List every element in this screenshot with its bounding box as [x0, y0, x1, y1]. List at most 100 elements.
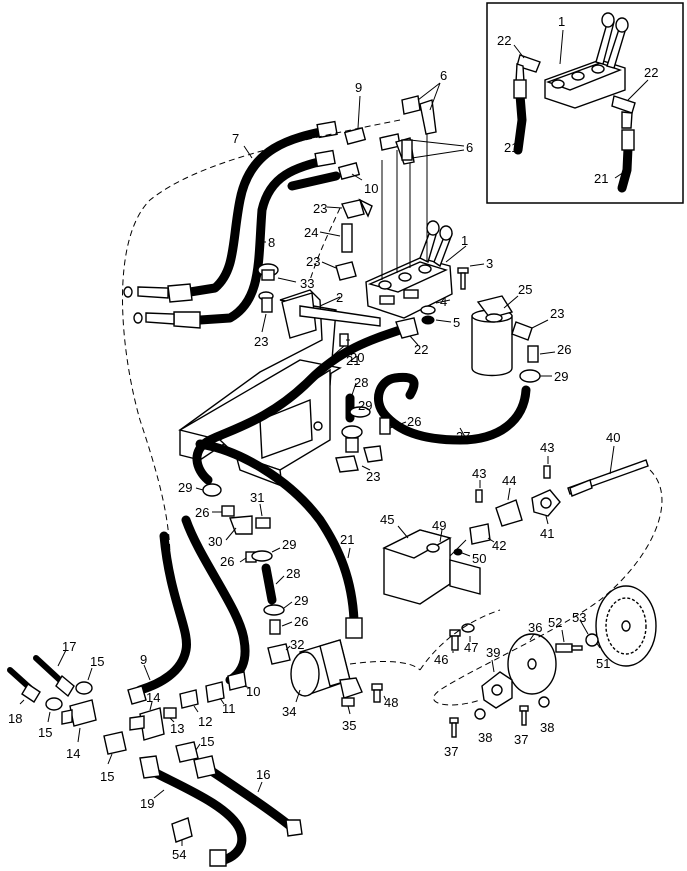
label-12: 12	[198, 714, 212, 729]
label-11: 11	[222, 701, 236, 716]
label-22-mid: 22	[414, 342, 428, 357]
label-52: 52	[548, 615, 562, 630]
label-25: 25	[518, 282, 532, 297]
fitting-22-mid: 22	[395, 317, 428, 357]
label-15-top: 15	[90, 654, 104, 669]
label-16: 16	[256, 767, 270, 782]
label-38-left: 38	[478, 730, 492, 745]
label-14-upper: 14	[146, 690, 160, 705]
inset-valve-detail: 1 22 22 21 21	[486, 2, 684, 204]
bolt-20: 20	[339, 333, 364, 365]
label-22-inset-left: 22	[497, 33, 511, 48]
label-27: 27	[456, 429, 470, 444]
hoses-7-8: 7 8	[123, 120, 341, 329]
label-24: 24	[304, 225, 318, 240]
fittings-9-10-top: 9 10	[337, 80, 378, 196]
label-21-mid: 21	[346, 353, 360, 368]
label-43-right: 43	[540, 440, 554, 455]
hose-27: 27	[374, 372, 531, 445]
label-23-bottom: 23	[366, 469, 380, 484]
label-51: 51	[596, 656, 610, 671]
label-5: 5	[453, 315, 460, 330]
label-9-top: 9	[355, 80, 362, 95]
label-1: 1	[461, 233, 468, 248]
label-42: 42	[492, 538, 506, 553]
label-39: 39	[486, 645, 500, 660]
label-26-right: 26	[557, 342, 571, 357]
label-6-lower: 6	[466, 140, 473, 155]
label-34: 34	[282, 704, 296, 719]
label-9-bottom: 9	[140, 652, 147, 667]
label-20: 20	[350, 350, 364, 365]
label-38-right: 38	[540, 720, 554, 735]
hose-fittings-mid: 28 29 26 23	[335, 375, 421, 484]
label-50: 50	[472, 551, 486, 566]
label-23-top: 23	[313, 201, 327, 216]
label-3: 3	[486, 256, 493, 271]
label-43-left: 43	[472, 466, 486, 481]
label-41: 41	[540, 526, 554, 541]
label-40: 40	[606, 430, 620, 445]
label-48: 48	[384, 695, 398, 710]
label-30: 30	[208, 534, 222, 549]
label-8: 8	[268, 235, 275, 250]
control-valve-assembly: 3 4 5 1	[365, 125, 493, 330]
label-21-inset-left: 21	[504, 140, 518, 155]
label-18: 18	[8, 711, 22, 726]
frame-bracket: 2	[178, 289, 381, 488]
motor-34: 34 35 48	[282, 639, 421, 733]
label-17: 17	[62, 639, 76, 654]
label-26-bottom: 26	[294, 614, 308, 629]
wheel-hub-group: 36 39 51 52 53 46 47 37 38 37	[419, 469, 663, 759]
label-49: 49	[432, 518, 446, 533]
label-46: 46	[434, 652, 448, 667]
label-15-bottom: 15	[100, 769, 114, 784]
label-26-mid: 26	[407, 414, 421, 429]
label-54: 54	[172, 847, 186, 862]
label-23-right: 23	[550, 306, 564, 321]
elbows-23-24: 23 24 23 33 23	[254, 198, 373, 349]
cover-45-group: 45 49 50 42 43 44 41 43 40	[380, 430, 649, 605]
label-29-lower: 29	[282, 537, 296, 552]
label-53: 53	[572, 610, 586, 625]
label-29-left: 29	[178, 480, 192, 495]
label-33: 33	[300, 276, 314, 291]
label-4: 4	[440, 294, 447, 309]
label-44: 44	[502, 473, 516, 488]
lower-left-hoses: 9	[135, 515, 250, 695]
label-36: 36	[528, 620, 542, 635]
label-19: 19	[140, 796, 154, 811]
label-1-inset: 1	[558, 14, 565, 29]
label-23-mid: 23	[306, 254, 320, 269]
filter-25: 25 23 26 29	[471, 282, 571, 384]
label-37-right: 37	[514, 732, 528, 747]
label-28-lower: 28	[286, 566, 300, 581]
dashed-routing-line-b	[309, 207, 341, 281]
label-26-left-a: 26	[195, 505, 209, 520]
label-15-left: 15	[38, 725, 52, 740]
label-21-low: 21	[340, 532, 354, 547]
label-23-left: 23	[254, 334, 268, 349]
hose-21-main: 21 21	[192, 325, 405, 639]
label-21-inset-right: 21	[594, 171, 608, 186]
label-15-right: 15	[200, 734, 214, 749]
label-22-inset-right: 22	[644, 65, 658, 80]
fittings-6: 6 6	[379, 68, 473, 165]
label-32: 32	[290, 637, 304, 652]
label-29-bottom: 29	[294, 593, 308, 608]
label-37-left: 37	[444, 744, 458, 759]
label-26-left-b: 26	[220, 554, 234, 569]
label-13: 13	[170, 721, 184, 736]
label-35: 35	[342, 718, 356, 733]
label-29-right: 29	[554, 369, 568, 384]
label-10-bottom: 10	[246, 684, 260, 699]
label-29-mid: 29	[358, 398, 372, 413]
label-7: 7	[232, 131, 239, 146]
label-14-lower: 14	[66, 746, 80, 761]
label-6-upper: 6	[440, 68, 447, 83]
label-10-top: 10	[364, 181, 378, 196]
label-47: 47	[464, 640, 478, 655]
label-28-mid: 28	[354, 375, 368, 390]
dashed-routing-line	[122, 119, 401, 561]
